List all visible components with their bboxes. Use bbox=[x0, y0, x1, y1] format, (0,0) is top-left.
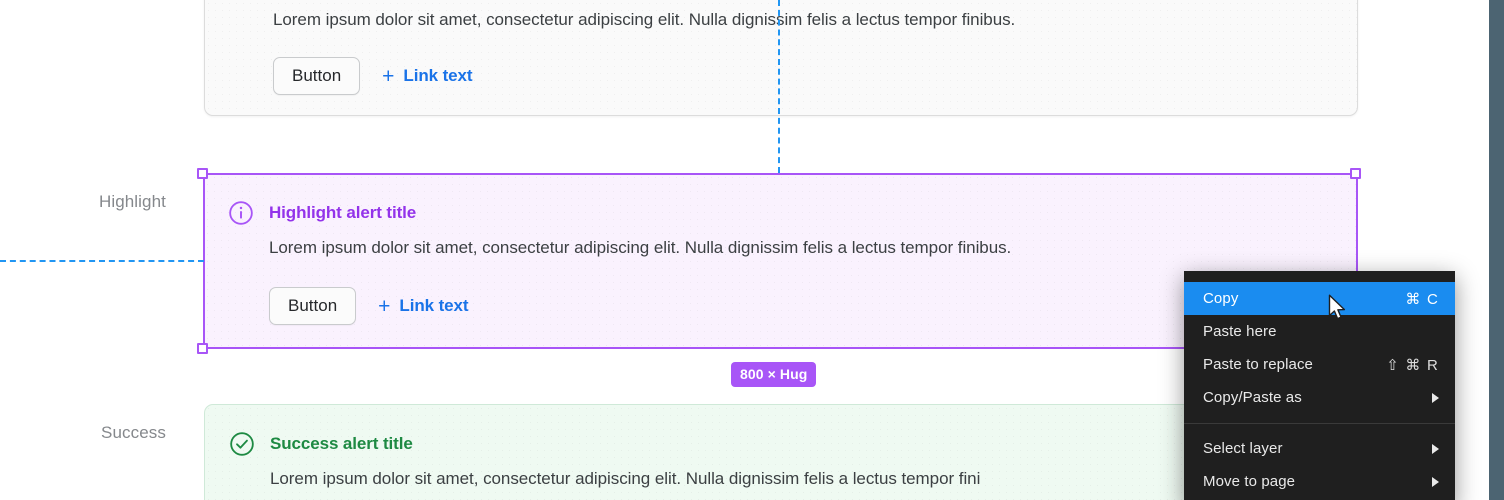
check-circle-icon bbox=[230, 432, 254, 456]
alert-actions: Button + Link text bbox=[269, 287, 469, 325]
submenu-arrow-icon bbox=[1432, 392, 1439, 403]
submenu-arrow-icon bbox=[1432, 476, 1439, 487]
alert-title: Highlight alert title bbox=[269, 203, 417, 222]
selection-size-badge: 800 × Hug bbox=[731, 362, 817, 387]
context-menu-item-select-layer[interactable]: Select layer bbox=[1184, 432, 1455, 465]
plus-icon: + bbox=[378, 294, 391, 318]
context-menu-item-copy-paste-as[interactable]: Copy/Paste as bbox=[1184, 381, 1455, 414]
alert-link[interactable]: + Link text bbox=[378, 296, 468, 317]
right-panel-strip bbox=[1489, 0, 1504, 500]
menu-separator bbox=[1184, 423, 1455, 424]
alignment-guide-horizontal bbox=[0, 260, 204, 262]
alert-button[interactable]: Button bbox=[273, 57, 361, 95]
alert-body-text: Lorem ipsum dolor sit amet, consectetur … bbox=[269, 238, 1012, 257]
alignment-guide-vertical bbox=[778, 0, 780, 173]
selection-handle-bottom-left[interactable] bbox=[197, 343, 208, 354]
alert-header: Highlight alert title bbox=[228, 200, 416, 226]
menu-item-shortcut: ⇧ ⌘ R bbox=[1386, 356, 1439, 374]
menu-item-label: Copy bbox=[1203, 290, 1239, 307]
menu-item-shortcut: ⌘ C bbox=[1405, 290, 1439, 308]
alert-link-label: Link text bbox=[403, 66, 473, 85]
alert-body-text: Lorem ipsum dolor sit amet, consectetur … bbox=[270, 469, 981, 488]
row-label-success: Success bbox=[101, 423, 166, 442]
selection-edge-right bbox=[1356, 173, 1358, 349]
row-label-highlight: Highlight bbox=[98, 192, 166, 211]
selection-handle-top-right[interactable] bbox=[1350, 168, 1361, 179]
context-menu-item-copy[interactable]: Copy ⌘ C bbox=[1184, 282, 1455, 315]
menu-item-label: Paste to replace bbox=[1203, 356, 1313, 373]
selection-edge-bottom bbox=[204, 347, 1357, 349]
menu-item-label: Paste here bbox=[1203, 323, 1277, 340]
menu-item-label: Copy/Paste as bbox=[1203, 389, 1302, 406]
submenu-arrow-icon bbox=[1432, 443, 1439, 454]
selection-edge-top bbox=[204, 173, 1357, 175]
context-menu-item-paste-here[interactable]: Paste here bbox=[1184, 315, 1455, 348]
info-circle-icon bbox=[229, 201, 253, 225]
alert-title: Success alert title bbox=[270, 434, 413, 453]
alert-header: Success alert title bbox=[229, 431, 413, 457]
alert-link[interactable]: + Link text bbox=[382, 66, 472, 87]
context-menu[interactable]: Copy ⌘ C Paste here Paste to replace ⇧ ⌘… bbox=[1184, 271, 1455, 500]
selection-edge-left bbox=[203, 173, 205, 349]
selection-handle-top-left[interactable] bbox=[197, 168, 208, 179]
plus-icon: + bbox=[382, 64, 395, 88]
context-menu-item-paste-to-replace[interactable]: Paste to replace ⇧ ⌘ R bbox=[1184, 348, 1455, 381]
menu-item-label: Move to page bbox=[1203, 473, 1296, 490]
alert-button[interactable]: Button bbox=[269, 287, 357, 325]
menu-item-label: Select layer bbox=[1203, 440, 1283, 457]
alert-card-neutral[interactable]: Lorem ipsum dolor sit amet, consectetur … bbox=[204, 0, 1358, 116]
alert-actions: Button + Link text bbox=[273, 57, 473, 95]
context-menu-item-move-to-page[interactable]: Move to page bbox=[1184, 465, 1455, 498]
alert-body-text: Lorem ipsum dolor sit amet, consectetur … bbox=[273, 10, 1016, 29]
alert-link-label: Link text bbox=[399, 296, 469, 315]
